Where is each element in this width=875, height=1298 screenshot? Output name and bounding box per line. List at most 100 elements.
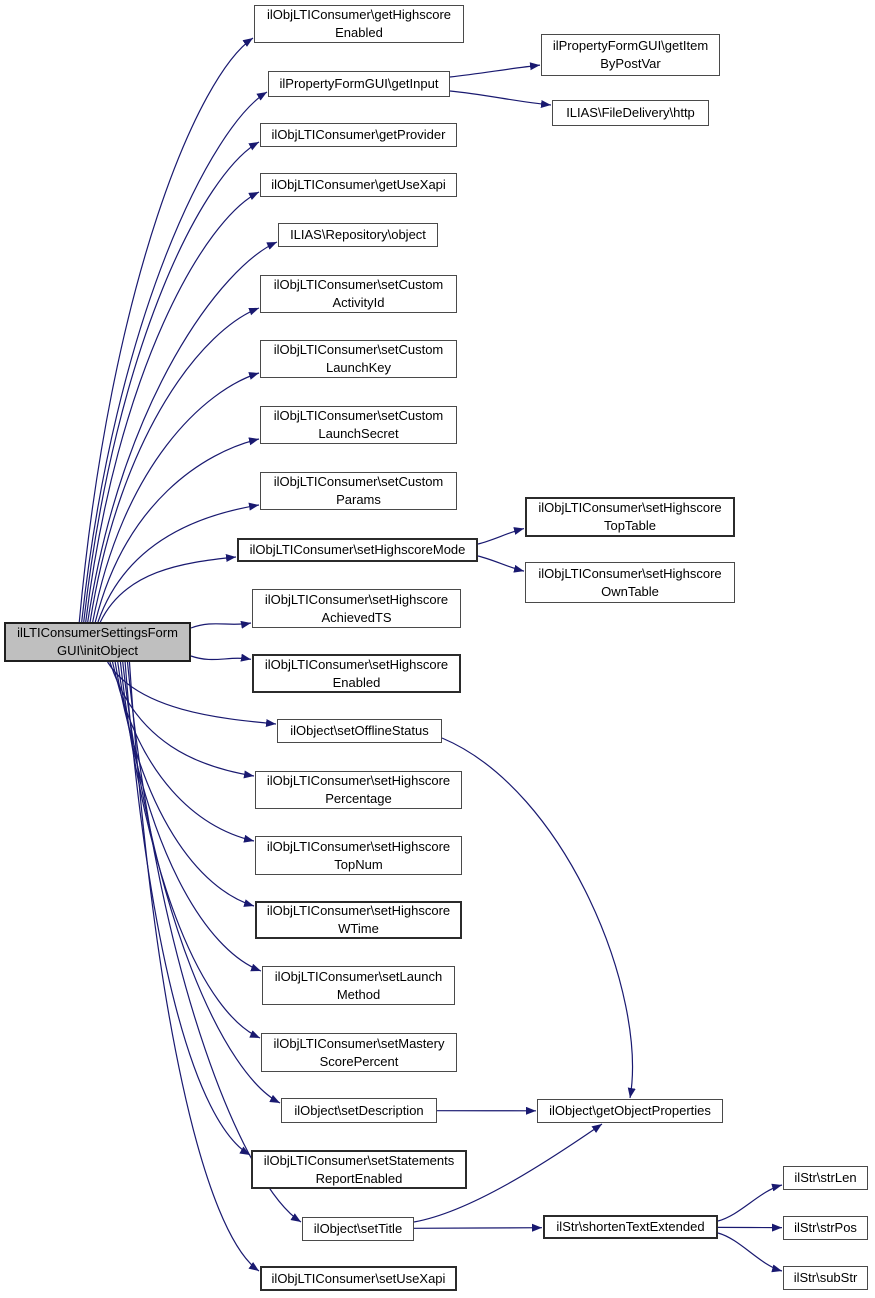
graph-node-label: ActivityId bbox=[332, 295, 385, 310]
graph-node-label: ilObjLTIConsumer\setStatements bbox=[263, 1152, 455, 1168]
edge-getInput-to-fileDeliveryHttp bbox=[449, 90, 552, 108]
graph-node-label: ilObjLTIConsumer\setCustom bbox=[273, 408, 444, 424]
graph-node-label: ilObjLTIConsumer\setHighscore bbox=[266, 903, 451, 919]
graph-node-label: ilObject\setOfflineStatus bbox=[290, 723, 429, 739]
graph-node-subStr[interactable]: ilStr\subStr bbox=[783, 1266, 868, 1290]
edge-initObject-to-getUseXapi bbox=[85, 191, 260, 623]
edge-setTitle-to-shortenTextExtended bbox=[413, 1223, 543, 1232]
edge-setHighscoreMode-to-setHighscoreTopTable bbox=[477, 527, 525, 545]
graph-node-label: ilObjLTIConsumer\setHighscore bbox=[264, 591, 449, 607]
graph-node-label: ilObjLTIConsumer\setHighscore bbox=[538, 565, 722, 581]
graph-node-label: ReportEnabled bbox=[315, 1170, 403, 1186]
graph-node-strLen[interactable]: ilStr\strLen bbox=[783, 1166, 868, 1190]
graph-node-label: TopNum bbox=[334, 856, 383, 872]
graph-node-label: ILIAS\Repository\object bbox=[290, 227, 426, 243]
graph-node-label: ilObjLTIConsumer\getProvider bbox=[271, 127, 446, 143]
graph-node-label: ilPropertyFormGUI\getItem bbox=[552, 38, 709, 54]
graph-node-label: GUI\initObject bbox=[57, 643, 138, 658]
graph-node-setTitle[interactable]: ilObject\setTitle bbox=[302, 1217, 414, 1241]
edge-initObject-to-setHighscoreMode bbox=[99, 554, 237, 623]
graph-node-setUseXapi[interactable]: ilObjLTIConsumer\setUseXapi bbox=[260, 1266, 457, 1291]
edge-setOfflineStatus-to-getObjectProperties bbox=[441, 737, 636, 1099]
edge-initObject-to-setHighscorePercentage bbox=[109, 661, 255, 779]
edge-initObject-to-setUseXapi bbox=[128, 661, 260, 1272]
edge-initObject-to-setCustomLaunchSecret bbox=[94, 437, 260, 623]
graph-node-label: WTime bbox=[338, 921, 379, 936]
graph-node-repositoryObject[interactable]: ILIAS\Repository\object bbox=[278, 223, 438, 247]
graph-node-setDescription[interactable]: ilObject\setDescription bbox=[281, 1098, 437, 1123]
graph-node-label: ilLTIConsumerSettingsForm bbox=[17, 625, 178, 641]
graph-node-label: ilObjLTIConsumer\setHighscore bbox=[538, 500, 722, 516]
graph-node-label: Percentage bbox=[325, 791, 392, 806]
edge-initObject-to-setHighscoreWTime bbox=[114, 661, 255, 907]
graph-node-label: ilObjLTIConsumer\setLaunch bbox=[274, 968, 443, 984]
edge-initObject-to-getInput bbox=[81, 91, 268, 623]
graph-node-getInput[interactable]: ilPropertyFormGUI\getInput bbox=[268, 71, 450, 97]
graph-node-label: ScorePercent bbox=[319, 1053, 399, 1069]
graph-node-label: ilStr\subStr bbox=[793, 1270, 858, 1286]
graph-node-strPos[interactable]: ilStr\strPos bbox=[783, 1216, 868, 1240]
edge-shortenTextExtended-to-subStr bbox=[717, 1232, 783, 1273]
graph-node-label: ilObject\getObjectProperties bbox=[549, 1103, 711, 1119]
graph-node-getObjectProperties[interactable]: ilObject\getObjectProperties bbox=[537, 1099, 723, 1123]
edge-initObject-to-getHighscoreEnabled bbox=[78, 37, 254, 623]
graph-node-label: ILIAS\FileDelivery\http bbox=[566, 105, 695, 121]
edge-initObject-to-setStatementsReportEnabled bbox=[124, 661, 251, 1156]
edge-initObject-to-setHighscoreEnabled bbox=[190, 653, 252, 662]
edge-initObject-to-getProvider bbox=[83, 141, 260, 623]
graph-node-label: ilObjLTIConsumer\setCustom bbox=[273, 474, 444, 490]
graph-node-label: ilStr\strPos bbox=[794, 1220, 857, 1236]
graph-node-getUseXapi[interactable]: ilObjLTIConsumer\getUseXapi bbox=[260, 173, 457, 197]
graph-node-label: LaunchSecret bbox=[318, 426, 399, 441]
graph-node-label: ilObjLTIConsumer\setCustom bbox=[273, 342, 444, 358]
edge-initObject-to-setLaunchMethod bbox=[117, 661, 262, 972]
graph-node-label: ilObject\setTitle bbox=[313, 1221, 403, 1237]
graph-node-label: Enabled bbox=[332, 674, 381, 690]
graph-node-setOfflineStatus[interactable]: ilObject\setOfflineStatus bbox=[277, 719, 442, 743]
graph-node-label: ilObjLTIConsumer\setUseXapi bbox=[271, 1270, 446, 1286]
edge-initObject-to-setCustomParams bbox=[97, 502, 260, 623]
graph-node-label: Enabled bbox=[335, 25, 383, 40]
graph-node-label: AchievedTS bbox=[321, 609, 392, 625]
graph-node-label: ilObjLTIConsumer\setHighscore bbox=[264, 656, 449, 672]
edge-setTitle-to-getObjectProperties bbox=[413, 1123, 603, 1223]
graph-node-label: TopTable bbox=[603, 518, 657, 533]
graph-node-label: Method bbox=[336, 986, 381, 1002]
graph-node-setHighscoreMode[interactable]: ilObjLTIConsumer\setHighscoreMode bbox=[237, 538, 478, 562]
graph-node-fileDeliveryHttp[interactable]: ILIAS\FileDelivery\http bbox=[552, 100, 709, 126]
graph-node-getProvider[interactable]: ilObjLTIConsumer\getProvider bbox=[260, 123, 457, 147]
edge-initObject-to-setCustomActivityId bbox=[89, 307, 260, 623]
graph-node-label: LaunchKey bbox=[325, 360, 392, 375]
graph-node-label: ilObjLTIConsumer\setHighscoreMode bbox=[249, 542, 466, 558]
graph-node-label: ilObjLTIConsumer\getHighscore bbox=[267, 7, 451, 23]
graph-node-label: Params bbox=[336, 492, 381, 507]
graph-node-label: ilPropertyFormGUI\getInput bbox=[279, 76, 439, 92]
graph-node-label: OwnTable bbox=[601, 583, 659, 599]
edge-initObject-to-setHighscoreAchievedTS bbox=[190, 620, 252, 629]
edge-initObject-to-repositoryObject bbox=[87, 241, 278, 623]
graph-node-label: ilObjLTIConsumer\getUseXapi bbox=[271, 177, 446, 193]
graph-node-label: ilObject\setDescription bbox=[294, 1102, 424, 1118]
graph-node-label: ilObjLTIConsumer\setHighscore bbox=[266, 838, 451, 854]
edge-shortenTextExtended-to-strLen bbox=[717, 1183, 783, 1222]
graph-node-shortenTextExtended[interactable]: ilStr\shortenTextExtended bbox=[543, 1215, 718, 1239]
